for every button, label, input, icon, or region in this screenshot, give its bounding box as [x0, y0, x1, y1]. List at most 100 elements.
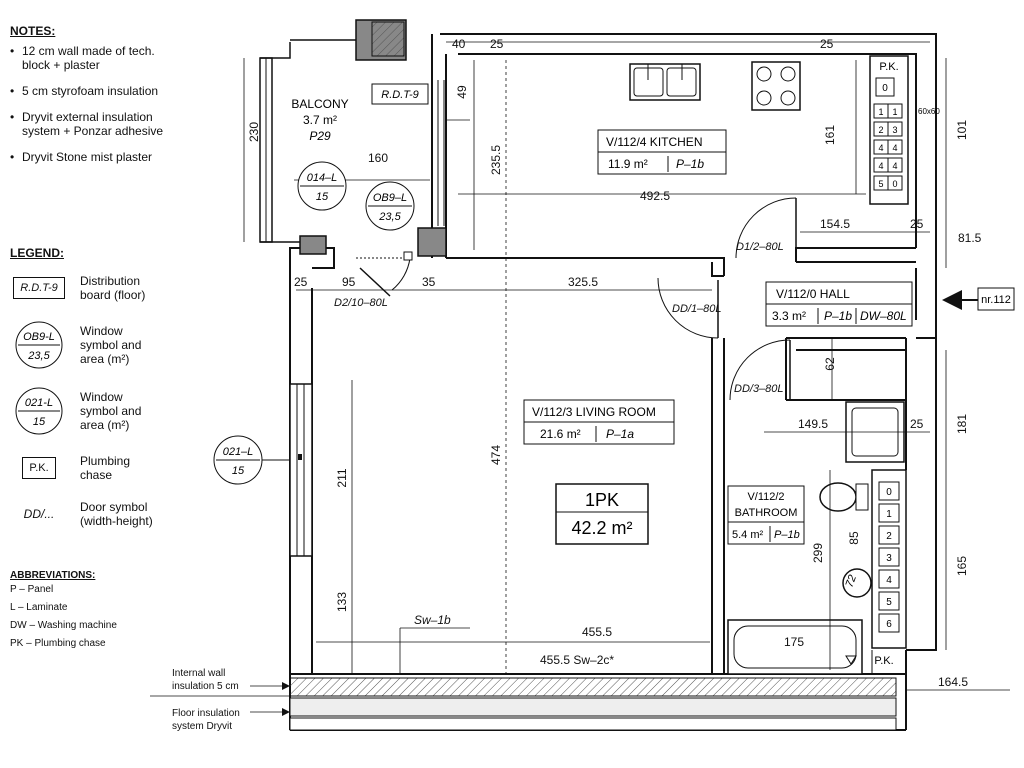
entrance-label: nr.112 — [981, 294, 1011, 306]
plumbing-chase-top: P.K. 0 1 1 2 3 4 4 4 4 5 0 60x60 — [869, 55, 940, 205]
bathroom-area: 5.4 m² — [732, 529, 764, 541]
svg-text:014–L: 014–L — [307, 172, 338, 184]
hall-floor: P–1b — [824, 309, 852, 323]
unit-area: 42.2 m² — [571, 518, 632, 538]
svg-text:4: 4 — [892, 161, 897, 171]
kitchen-floor: P–1b — [676, 157, 704, 171]
svg-text:1: 1 — [878, 107, 883, 117]
door-label-d1: D1/2–80L — [736, 241, 784, 253]
dim-230: 230 — [247, 122, 261, 142]
window-symbol-bottom: 15 — [33, 416, 46, 428]
unit-label: 1PK 42.2 m² — [555, 483, 649, 545]
balcony-label: BALCONY 3.7 m² P29 — [291, 97, 348, 143]
window-symbol: 021-L 15 — [15, 387, 63, 435]
dim-25b: 25 — [820, 37, 834, 51]
window-symbol-top: 021-L — [25, 397, 53, 409]
distribution-board: R.D.T-9 — [371, 83, 429, 105]
dim-161: 161 — [823, 125, 837, 145]
balcony — [259, 19, 447, 257]
dim-235-5: 235.5 — [489, 145, 503, 175]
legend-row-door: DD/... Door symbol (width-height) — [10, 500, 170, 528]
svg-text:0: 0 — [892, 179, 897, 189]
unit-code: 1PK — [585, 490, 619, 510]
abbreviation-item: P – Panel — [10, 584, 54, 595]
notes-list: 12 cm wall made of tech. block + plaster… — [10, 44, 170, 164]
balcony-name: BALCONY — [291, 97, 348, 111]
bath-chase-number: 1 — [886, 509, 892, 520]
window-symbol-ob9: OB9–L 23,5 — [365, 181, 415, 231]
dim-175: 175 — [784, 635, 804, 649]
legend-panel: LEGEND: R.D.T-9 Distribution board (floo… — [10, 246, 170, 546]
dim-474: 474 — [489, 445, 503, 465]
insulation-bands — [289, 677, 897, 731]
plumbing-chase-label: P.K. — [879, 61, 898, 73]
svg-text:5: 5 — [878, 179, 883, 189]
bath-chase-cell — [878, 547, 900, 567]
legend-row-window-2: 021-L 15 Window symbol and area (m²) — [10, 386, 170, 436]
note-item: 5 cm styrofoam insulation — [10, 84, 170, 98]
svg-text:OB9–L: OB9–L — [373, 192, 407, 204]
plumbing-chase-symbol: P.K. — [22, 457, 56, 479]
dim-72: 72 — [844, 573, 859, 589]
bath-chase-number: 6 — [886, 619, 892, 630]
bath-chase-cell — [878, 503, 900, 523]
bath-chase-label: P.K. — [874, 655, 893, 667]
hall-area: 3.3 m² — [772, 309, 806, 323]
legend-text: Distribution board (floor) — [80, 274, 146, 302]
dim-149-5: 149.5 — [798, 417, 828, 431]
note-item: Dryvit Stone mist plaster — [10, 150, 170, 164]
dim-85: 85 — [847, 531, 861, 545]
dim-455-5-sw: 455.5 Sw–2c* — [540, 653, 614, 667]
dim-160: 160 — [368, 151, 388, 165]
door-label-dd1: DD/1–80L — [672, 303, 722, 315]
abbreviation-item: DW – Washing machine — [10, 620, 117, 631]
bathroom-label: V/112/2 BATHROOM 5.4 m² P–1b — [727, 485, 805, 545]
kitchen-stove — [751, 61, 801, 111]
window-symbol-bottom: 23,5 — [27, 350, 50, 362]
kitchen-area: 11.9 m² — [608, 157, 648, 171]
legend-row-window-1: OB9-L 23,5 Window symbol and area (m²) — [10, 320, 170, 370]
dim-95: 95 — [342, 275, 356, 289]
dim-25d: 25 — [294, 275, 308, 289]
entrance-marker: nr.112 — [942, 287, 1015, 311]
dim-492-5: 492.5 — [640, 189, 670, 203]
legend-title: LEGEND: — [10, 246, 64, 260]
svg-text:23,5: 23,5 — [378, 211, 401, 223]
bath-chase-cell — [878, 569, 900, 589]
legend-text: Door symbol (width-height) — [80, 500, 153, 528]
svg-text:1: 1 — [892, 107, 897, 117]
window-symbol-014: 014–L 15 — [297, 161, 347, 211]
notes-panel: NOTES: 12 cm wall made of tech. block + … — [10, 24, 170, 176]
dim-25a: 25 — [490, 37, 504, 51]
svg-text:4: 4 — [878, 143, 883, 153]
dim-325-5: 325.5 — [568, 275, 598, 289]
dim-sw-1b: Sw–1b — [414, 613, 451, 627]
dim-62: 62 — [823, 357, 837, 371]
dim-25e: 25 — [910, 417, 924, 431]
hall-name: V/112/0 HALL — [776, 287, 850, 301]
dimension-labels: 40 25 25 49 235.5 161 492.5 160 230 101 … — [247, 37, 982, 689]
bathroom-name: BATHROOM — [735, 507, 798, 519]
bath-chase-number: 2 — [886, 531, 892, 542]
dim-35: 35 — [422, 275, 436, 289]
dim-181: 181 — [955, 414, 969, 434]
abbreviations-title: ABBREVIATIONS: — [10, 570, 96, 581]
bath-chase-cell — [878, 613, 900, 633]
dim-299: 299 — [811, 543, 825, 563]
legend-text: Plumbing chase — [80, 454, 131, 482]
window-symbol-top: OB9-L — [23, 331, 55, 343]
door-labels: D1/2–80L DD/1–80L DD/3–80L D2/10–80L — [334, 241, 784, 395]
dim-154-5: 154.5 — [820, 217, 850, 231]
bath-chase-cell — [878, 481, 900, 501]
bath-chase-number: 3 — [886, 553, 892, 564]
kitchen-sink — [629, 63, 701, 101]
legend-text: Window symbol and area (m²) — [80, 324, 142, 366]
svg-text:4: 4 — [892, 143, 897, 153]
svg-text:0: 0 — [882, 83, 888, 94]
living-floor: P–1a — [606, 427, 634, 441]
balcony-area: 3.7 m² — [303, 113, 337, 127]
